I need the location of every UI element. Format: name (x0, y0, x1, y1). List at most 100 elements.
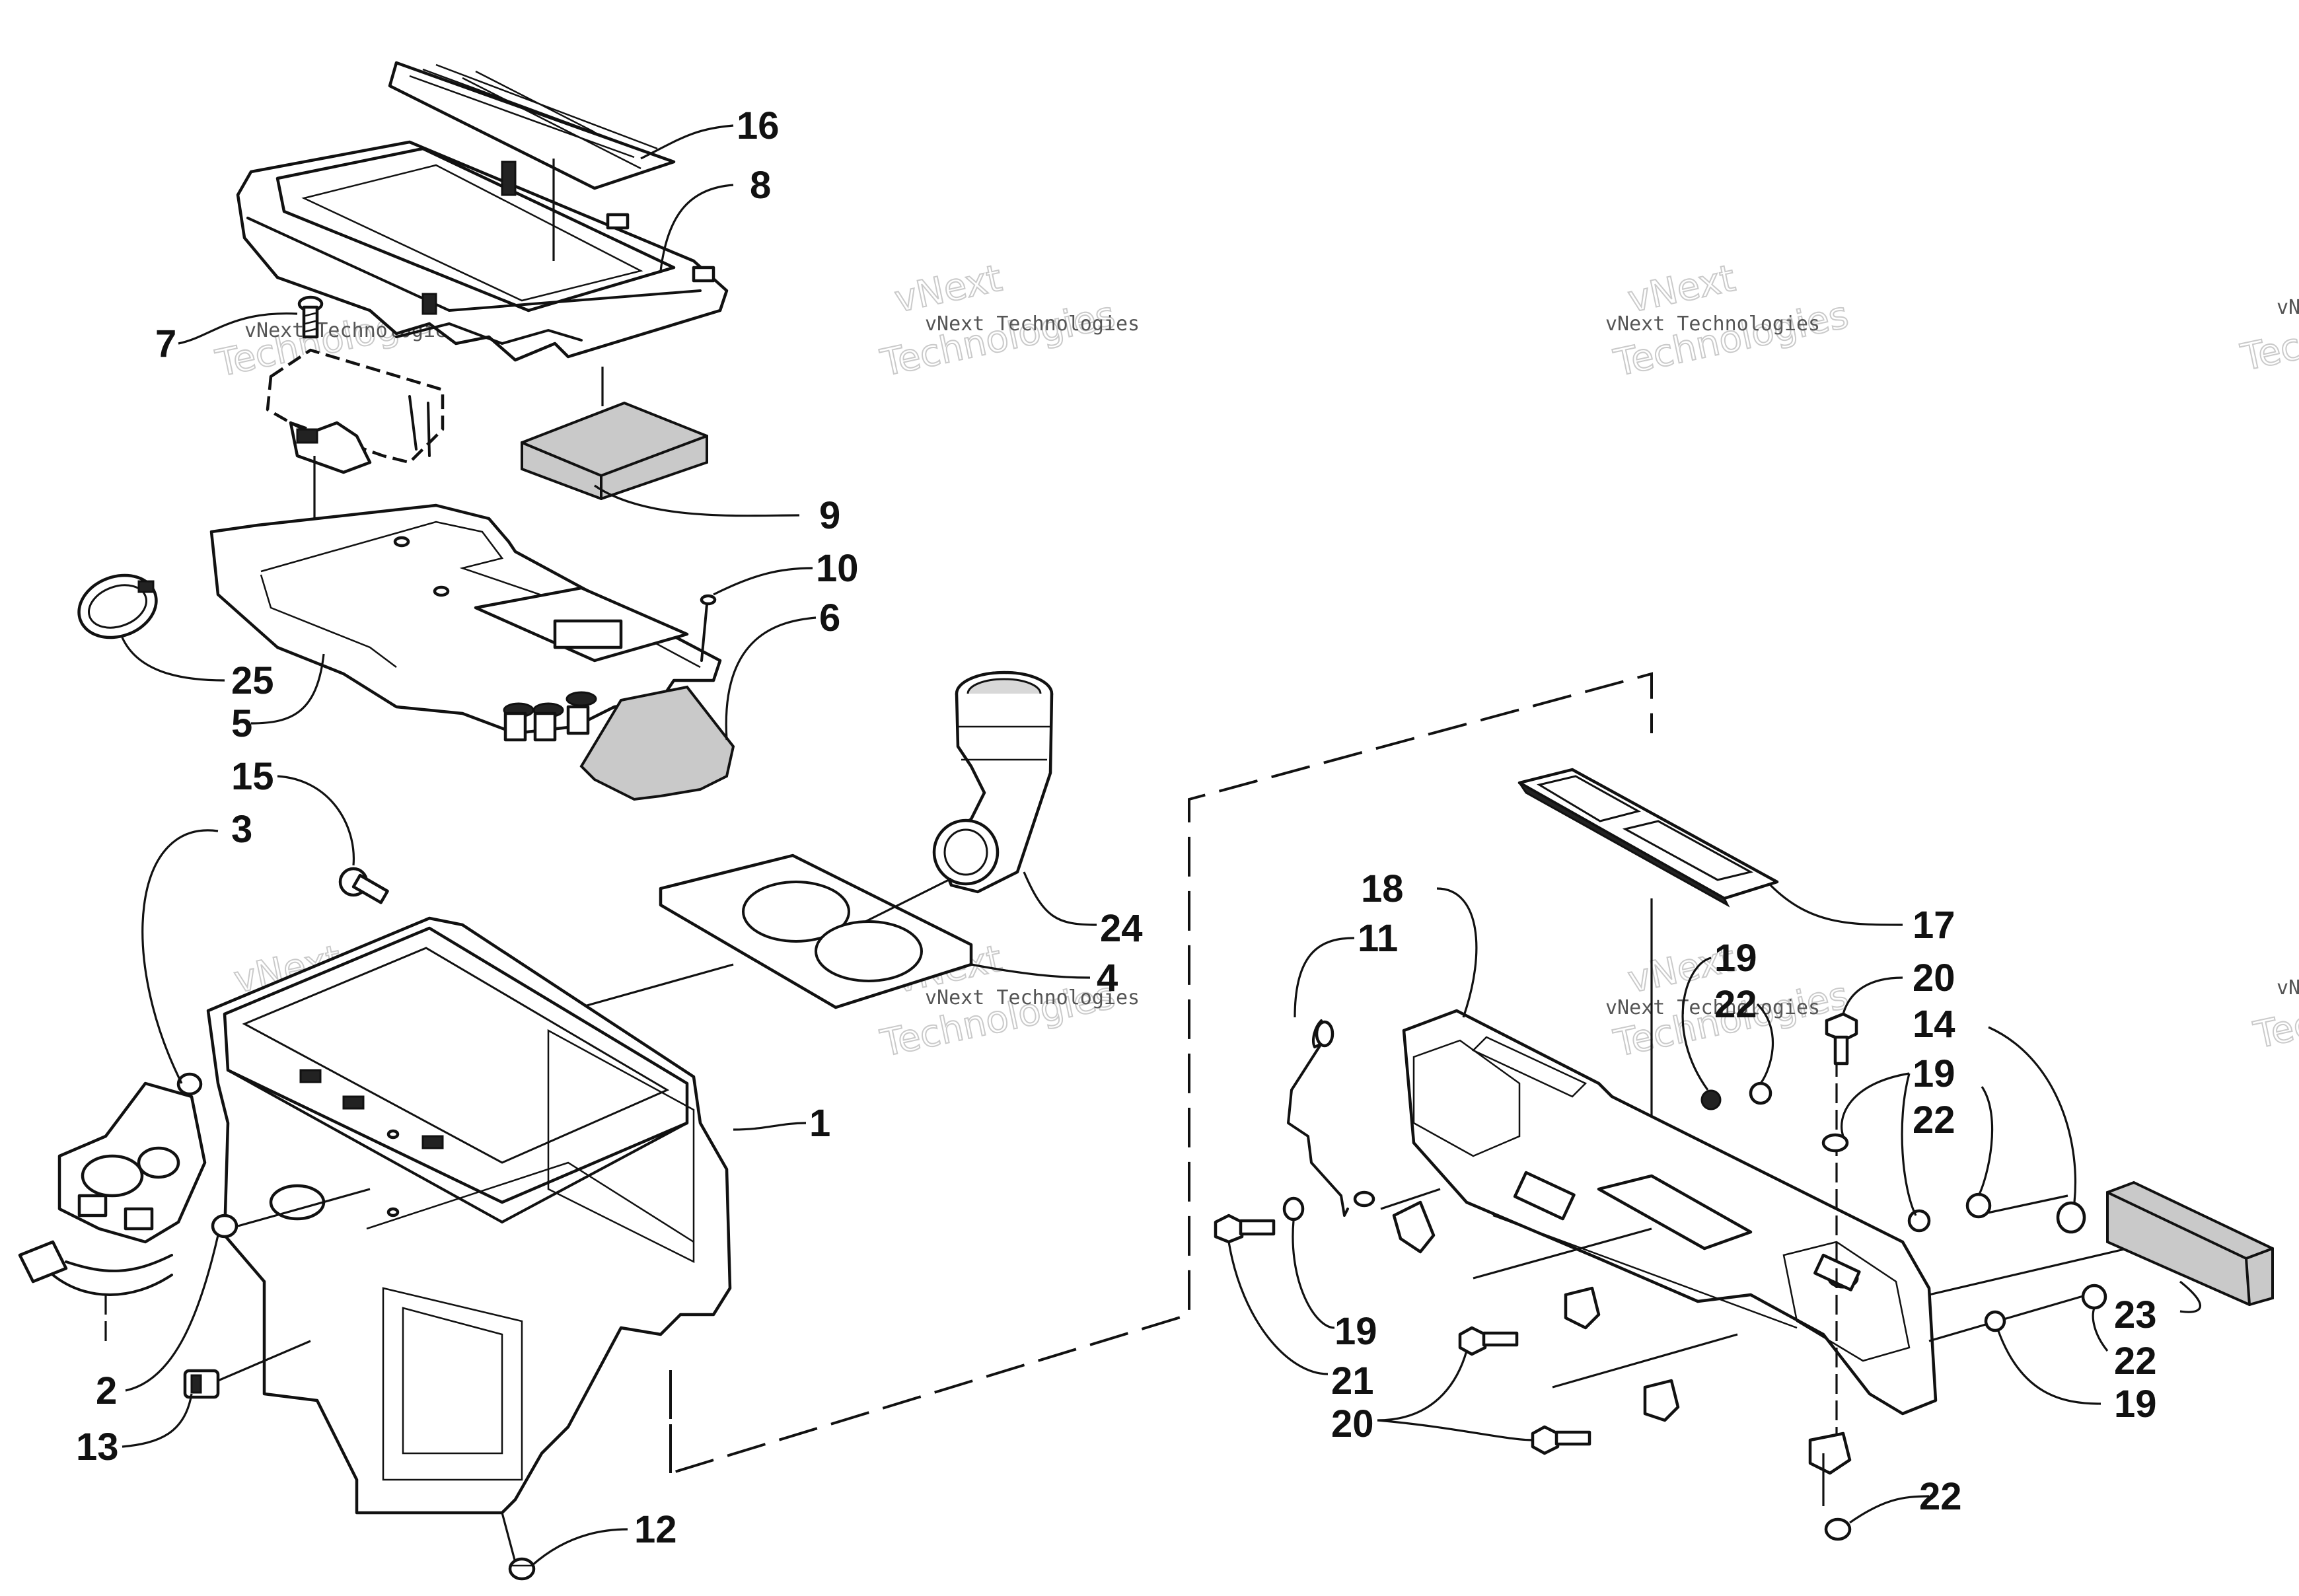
module-box (266, 348, 445, 474)
callout-2: 2 (96, 1369, 117, 1412)
leader-12 (530, 1528, 628, 1567)
part-12-drain-cap (508, 1557, 536, 1581)
callout-20a: 20 (1913, 957, 1955, 999)
callouts: 16 8 7 9 10 6 25 5 15 3 24 4 1 (76, 104, 2202, 1567)
part-18-housing (1402, 1009, 1938, 1416)
leader-22b (1977, 1086, 1994, 1196)
callout-24: 24 (1100, 907, 1143, 950)
part-4-plate (659, 853, 973, 1009)
callout-18: 18 (1361, 867, 1404, 910)
callout-12: 12 (634, 1508, 677, 1551)
sensor-assembly (18, 1081, 207, 1348)
leader-25 (121, 637, 225, 682)
leader-22d (1849, 1495, 1930, 1524)
watermark-vnext: vNext (1624, 257, 1739, 322)
callout-9: 9 (819, 494, 840, 537)
assembly-line (1975, 1194, 2068, 1217)
leader-10 (713, 567, 813, 596)
rubber-mount (1564, 1286, 1601, 1330)
watermark-3: vNext Technologies vNext Technologies (1605, 256, 1853, 386)
leader-16 (640, 124, 734, 160)
assembly-line (501, 1512, 517, 1563)
leader-24 (1023, 871, 1097, 926)
part-19-washer (1984, 1310, 2006, 1332)
leader-19a (1681, 957, 1712, 1091)
leader-18 (1436, 887, 1478, 1018)
leader-8 (659, 184, 734, 272)
callout-25: 25 (231, 659, 274, 702)
part-14-plug (2056, 1201, 2086, 1234)
part-17-gasket (1517, 768, 1779, 908)
leader-9 (594, 484, 800, 517)
watermark-text: vNext (2277, 976, 2299, 999)
watermark-8: Technologies vNext (2249, 965, 2299, 1058)
leader-15 (277, 775, 355, 866)
part-19-washer (1907, 1209, 1931, 1233)
part-25-clamp (77, 573, 158, 639)
leader-4 (970, 963, 1091, 979)
part-20-bolt (1531, 1425, 1591, 1455)
watermark-text: vNext Technologies (1605, 996, 1820, 1019)
leader-14 (1988, 1026, 2077, 1203)
leader-13 (122, 1393, 193, 1448)
callout-19b: 19 (1913, 1052, 1955, 1095)
leader-19b2 (1901, 1073, 1917, 1216)
leader-17 (1769, 884, 1903, 926)
callout-6: 6 (819, 597, 840, 639)
leader-5 (250, 653, 325, 725)
leader-3 (141, 829, 219, 1084)
assembly-line (237, 1188, 371, 1227)
leader-22a (1756, 1003, 1774, 1084)
callout-15: 15 (231, 755, 274, 798)
part-11-rod (1287, 1019, 1375, 1217)
part-3-grommet (176, 1072, 203, 1096)
callout-19a: 19 (1714, 937, 1757, 980)
callout-22b: 22 (1913, 1099, 1955, 1142)
connector-frame (669, 672, 1653, 1475)
assembly-line (217, 1340, 311, 1382)
part-15-bolt (338, 867, 389, 904)
callout-19d: 19 (1334, 1310, 1377, 1353)
assembly-line (1473, 1227, 1652, 1280)
part-19-washer (1700, 1089, 1722, 1110)
part-22-nut (1824, 1517, 1852, 1541)
part-13-clip (183, 1369, 220, 1399)
part-20-bolt-vertical (1825, 1012, 1858, 1066)
leader-1 (733, 1122, 807, 1131)
callout-22d: 22 (1919, 1475, 1962, 1518)
leader-19d (1292, 1220, 1335, 1329)
assembly-line (1380, 1188, 1441, 1210)
leader-20b1 (1377, 1350, 1468, 1422)
callout-22a: 22 (1714, 983, 1757, 1026)
part-6-foam-pad (579, 685, 735, 801)
callout-20b: 20 (1331, 1402, 1374, 1445)
watermark-7: Technologies vNext (2236, 287, 2299, 381)
rubber-mount (1643, 1379, 1680, 1422)
callout-23: 23 (2114, 1293, 2157, 1336)
part-22-nut (2081, 1284, 2107, 1310)
part-19-washer (1282, 1196, 1305, 1221)
callout-4: 4 (1097, 957, 1118, 999)
watermark-text: vNext Technologies (1605, 312, 1820, 336)
rubber-mount (1808, 1432, 1852, 1475)
callout-17: 17 (1913, 904, 1955, 947)
part-21-bolt (1214, 1214, 1276, 1244)
callout-11: 11 (1358, 917, 1398, 960)
watermark-2: vNext Technologies vNext Technologies (876, 256, 1140, 386)
leader-7 (178, 312, 298, 345)
part-23-filter (2106, 1180, 2274, 1307)
callout-3: 3 (231, 808, 252, 851)
rubber-mount (1392, 1200, 1436, 1254)
part-2-grommet (211, 1214, 238, 1239)
callout-21: 21 (1331, 1360, 1374, 1402)
callout-1: 1 (809, 1102, 830, 1145)
leader-20a (1842, 976, 1903, 1015)
callout-7: 7 (155, 322, 176, 365)
callout-19c: 19 (2114, 1383, 2157, 1426)
leader-20b2 (1377, 1419, 1533, 1441)
part-22-nut (1965, 1192, 1992, 1219)
callout-5: 5 (231, 702, 252, 745)
part-9-filter-foam (521, 401, 708, 501)
assembly-line (865, 877, 952, 923)
